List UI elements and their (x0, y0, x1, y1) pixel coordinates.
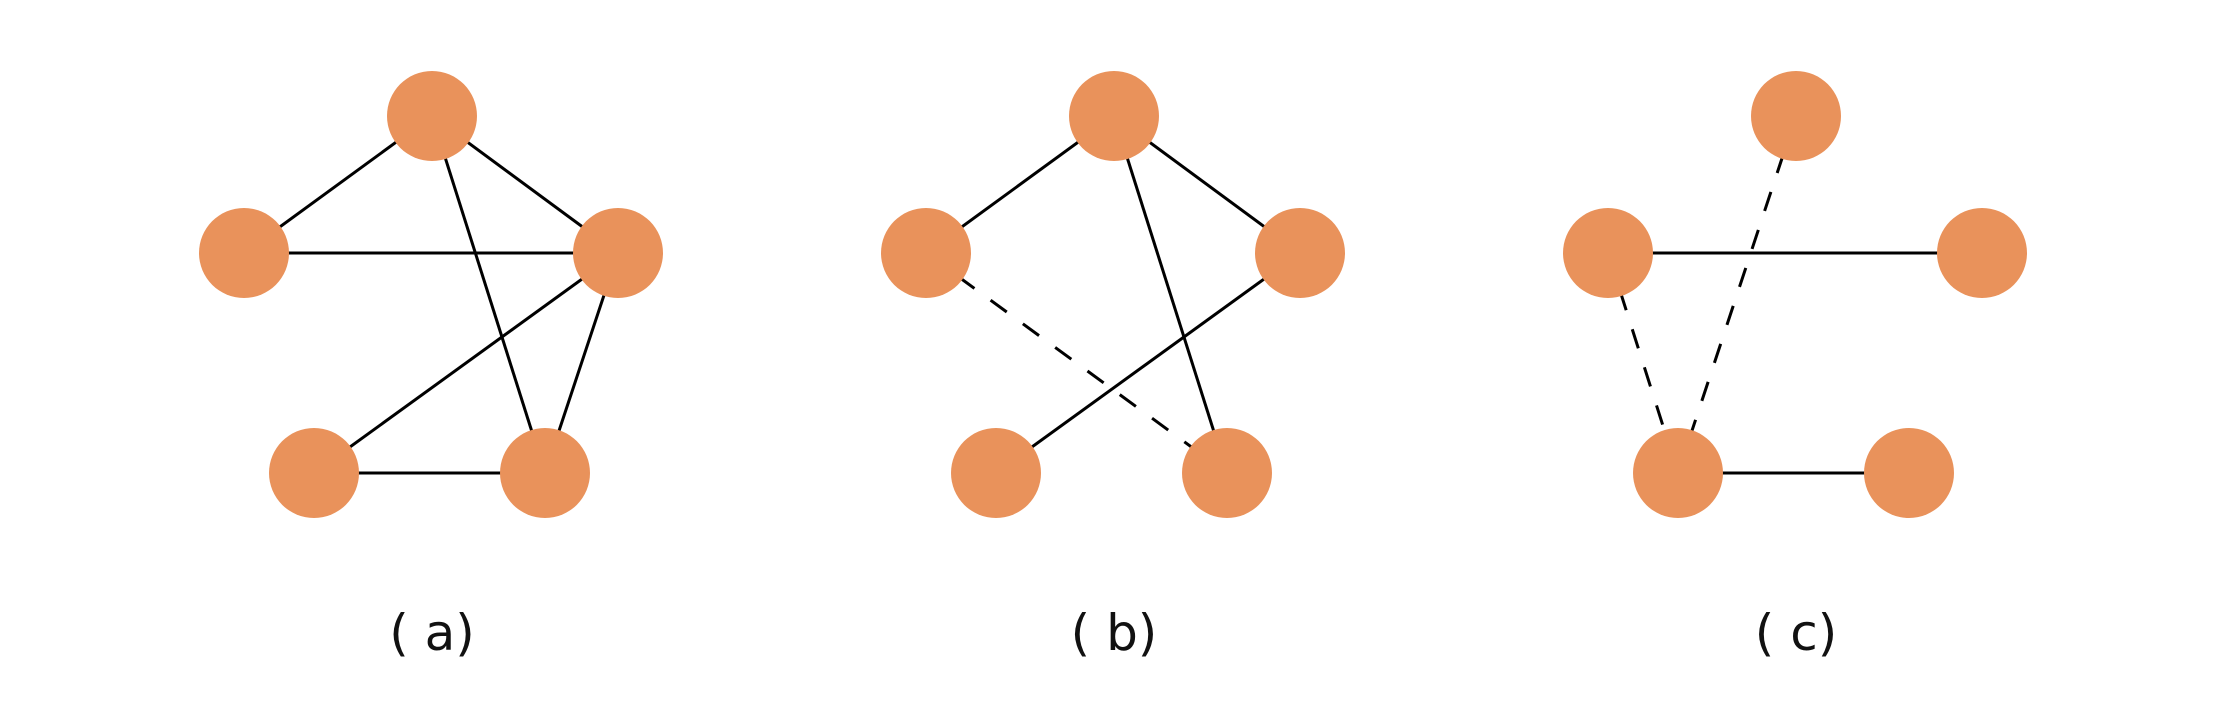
panel-c: ( c) (1563, 71, 2027, 662)
node-left (881, 208, 971, 298)
node-right (573, 208, 663, 298)
node-right (1255, 208, 1345, 298)
panel-b-nodes (881, 71, 1345, 518)
node-right (1937, 208, 2027, 298)
node-bottom-right (500, 428, 590, 518)
node-left (199, 208, 289, 298)
panel-b-caption: ( b) (1071, 604, 1158, 662)
panel-a-caption: ( a) (389, 604, 475, 662)
node-top (1751, 71, 1841, 161)
node-bottom-right (1864, 428, 1954, 518)
edge-top-bottom-right (1112, 115, 1229, 474)
node-top (1069, 71, 1159, 161)
node-top (387, 71, 477, 161)
panel-b: ( b) (881, 71, 1345, 662)
panel-c-nodes (1563, 71, 2027, 518)
panel-a-nodes (199, 71, 663, 518)
panel-a: ( a) (199, 71, 663, 662)
edge-right-bottom-left (313, 251, 619, 475)
edge-right-bottom-left (995, 251, 1301, 475)
panel-c-caption: ( c) (1755, 604, 1837, 662)
node-bottom-right (1182, 428, 1272, 518)
node-left (1563, 208, 1653, 298)
edge-top-bottom-right (430, 115, 547, 474)
node-bottom-left (269, 428, 359, 518)
node-bottom-left (1633, 428, 1723, 518)
node-bottom-left (951, 428, 1041, 518)
